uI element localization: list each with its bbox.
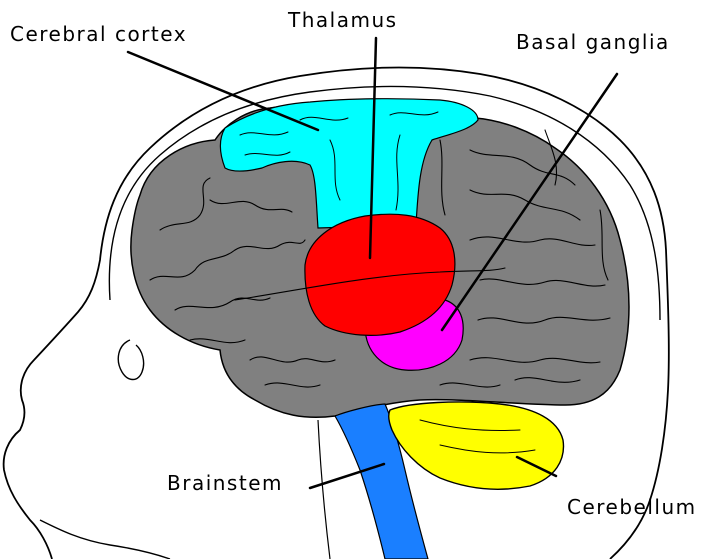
basal-ganglia-label: Basal ganglia [516,32,670,52]
neck-outline [318,420,330,559]
ear-outline [118,340,143,380]
cerebral-cortex-label: Cerebral cortex [10,24,187,44]
jaw-outline [40,520,170,559]
cerebellum-region [389,402,564,489]
brainstem-label: Brainstem [167,473,283,493]
thalamus-label: Thalamus [288,10,398,30]
cortex-leader-line [128,52,318,130]
cerebellum-label: Cerebellum [567,497,697,517]
